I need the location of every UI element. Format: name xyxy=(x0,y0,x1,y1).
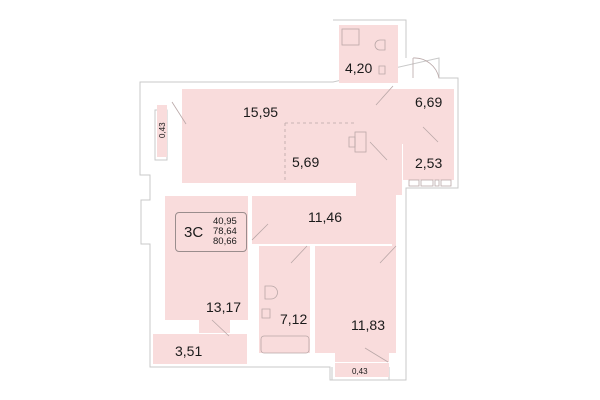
room-label: 3,51 xyxy=(175,343,202,359)
shelf-icon xyxy=(408,179,420,187)
room-bathroom-top[interactable] xyxy=(339,25,398,83)
room-loggia[interactable] xyxy=(153,334,247,364)
room-label: 2,53 xyxy=(415,155,442,171)
room-label: 11,83 xyxy=(351,317,385,333)
room-corridor[interactable] xyxy=(252,196,396,340)
room-label: 6,69 xyxy=(415,94,442,110)
entrance-door-icon xyxy=(412,57,440,79)
stove-icon xyxy=(354,131,367,153)
door-swings xyxy=(171,85,439,363)
toilet-icon xyxy=(374,39,386,51)
room-label: 0,43 xyxy=(158,122,167,138)
room-label: 13,17 xyxy=(206,299,241,315)
room-balcony-bottom[interactable] xyxy=(335,363,389,377)
room-entrance-hall[interactable] xyxy=(356,89,454,200)
room-label: 11,46 xyxy=(308,209,342,225)
room-label: 7,12 xyxy=(280,311,307,327)
room-label: 0,43 xyxy=(352,367,368,376)
room-bedroom-right[interactable] xyxy=(315,246,396,362)
bathtub-icon xyxy=(260,335,310,354)
room-label: 15,95 xyxy=(243,104,278,120)
sink-icon xyxy=(378,65,386,75)
room-label: 4,20 xyxy=(345,60,372,76)
total-area: 78,64 xyxy=(213,226,237,237)
total-area-with-balcony: 80,66 xyxy=(213,236,237,247)
room-label: 5,69 xyxy=(292,154,319,170)
shower-icon xyxy=(341,28,360,46)
toilet-icon xyxy=(264,285,278,300)
living-area: 40,95 xyxy=(213,216,237,227)
room-balcony-left[interactable] xyxy=(157,105,167,157)
room-wardrobe[interactable] xyxy=(403,144,454,180)
room-kitchen[interactable] xyxy=(285,123,355,183)
shelf-icon xyxy=(434,179,440,187)
apartment-info-badge: 3С 40,95 78,64 80,66 xyxy=(175,212,247,252)
sink-icon xyxy=(261,308,271,319)
apartment-code: 3С xyxy=(184,223,204,241)
shelf-icon xyxy=(440,179,452,187)
shelf-icon xyxy=(420,179,434,187)
room-bathroom-bottom[interactable] xyxy=(259,246,310,353)
fixtures xyxy=(260,28,452,354)
area-summary: 40,95 78,64 80,66 xyxy=(213,217,237,247)
